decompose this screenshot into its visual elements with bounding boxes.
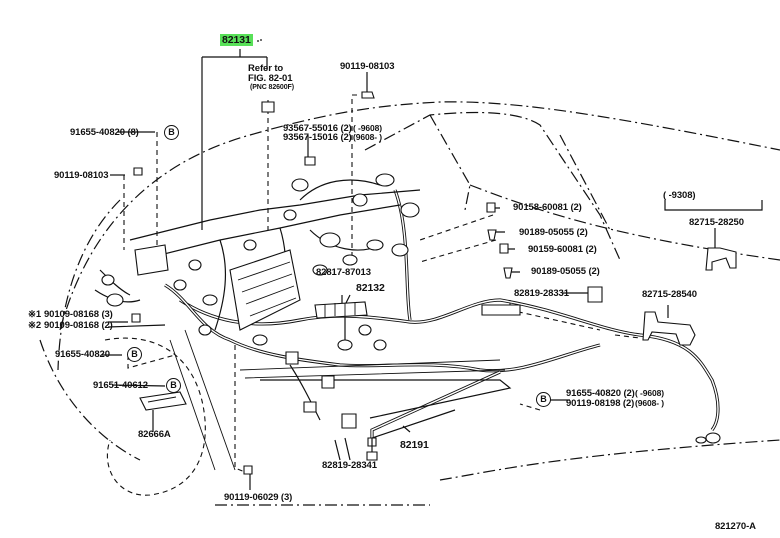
date-range-9608-d: (9608- ) xyxy=(635,398,664,408)
part-93567-15016[interactable]: 93567-15016 (2) xyxy=(283,132,352,143)
marker-b-4: B xyxy=(536,392,551,407)
part-91655-40820-left[interactable]: 91655-40820 xyxy=(55,349,110,360)
note-mark-2: ※2 xyxy=(28,320,42,331)
figure-code: 821270-A xyxy=(715,521,756,532)
date-range-9608-b: (9608- ) xyxy=(353,132,382,142)
marker-b-3: B xyxy=(166,378,181,393)
part-91651-40612[interactable]: 91651-40612 xyxy=(93,380,148,391)
date-range-9608-a: ( -9608) xyxy=(353,123,382,133)
part-90119-06029[interactable]: 90119-06029 (3) xyxy=(224,492,293,503)
part-90189-05055-a[interactable]: 90189-05055 (2) xyxy=(519,227,588,238)
part-82817-87013[interactable]: 82817-87013 xyxy=(316,267,371,278)
note-mark-1: ※1 xyxy=(28,309,42,320)
part-number-82131[interactable]: 82131 xyxy=(220,34,253,46)
part-90189-05055-b[interactable]: 90189-05055 (2) xyxy=(531,266,600,277)
brackets xyxy=(139,247,737,411)
part-91655-40820-2[interactable]: 91655-40820 (2) xyxy=(566,388,635,399)
part-82132[interactable]: 82132 xyxy=(356,282,385,294)
marker-b-1: B xyxy=(164,125,179,140)
part-91655-40820-8[interactable]: 91655-40820 (8) xyxy=(70,127,139,138)
date-range-9608-c: ( -9608) xyxy=(635,388,664,398)
part-90109-08168-2[interactable]: 90109-08168 (2) xyxy=(44,320,113,331)
part-90119-08198-2[interactable]: 90119-08198 (2) xyxy=(566,398,635,409)
part-82715-28250[interactable]: 82715-28250 xyxy=(689,217,744,228)
fasteners xyxy=(131,91,721,475)
part-90109-08168-3[interactable]: 90109-08168 (3) xyxy=(44,309,113,320)
refer-line1: Refer to xyxy=(248,63,284,74)
refer-line2[interactable]: FIG. 82-01 xyxy=(248,73,293,84)
wire-harness xyxy=(164,189,720,440)
floor-harness-82191 xyxy=(366,409,456,461)
harness-bracket xyxy=(201,49,268,230)
part-90119-08103-top[interactable]: 90119-08103 xyxy=(340,61,395,72)
part-93567-55016[interactable]: 93567-55016 (2) xyxy=(283,123,352,134)
part-82191[interactable]: 82191 xyxy=(400,439,429,451)
date-range-9308: ( -9308) xyxy=(663,190,696,201)
marker-b-2: B xyxy=(127,347,142,362)
part-82819-28341[interactable]: 82819-28341 xyxy=(322,460,377,471)
part-90119-08103-left[interactable]: 90119-08103 xyxy=(54,170,109,181)
part-90159-60081[interactable]: 90159-60081 (2) xyxy=(528,244,597,255)
part-82666A[interactable]: 82666A xyxy=(138,429,171,440)
part-90158-60081[interactable]: 90158-60081 (2) xyxy=(513,202,582,213)
dashboard-harness xyxy=(94,173,421,351)
part-82819-28331[interactable]: 82819-28331 xyxy=(514,288,569,299)
refer-line3: (PNC 82600F) xyxy=(250,84,294,91)
part-82715-28540[interactable]: 82715-28540 xyxy=(642,289,697,300)
